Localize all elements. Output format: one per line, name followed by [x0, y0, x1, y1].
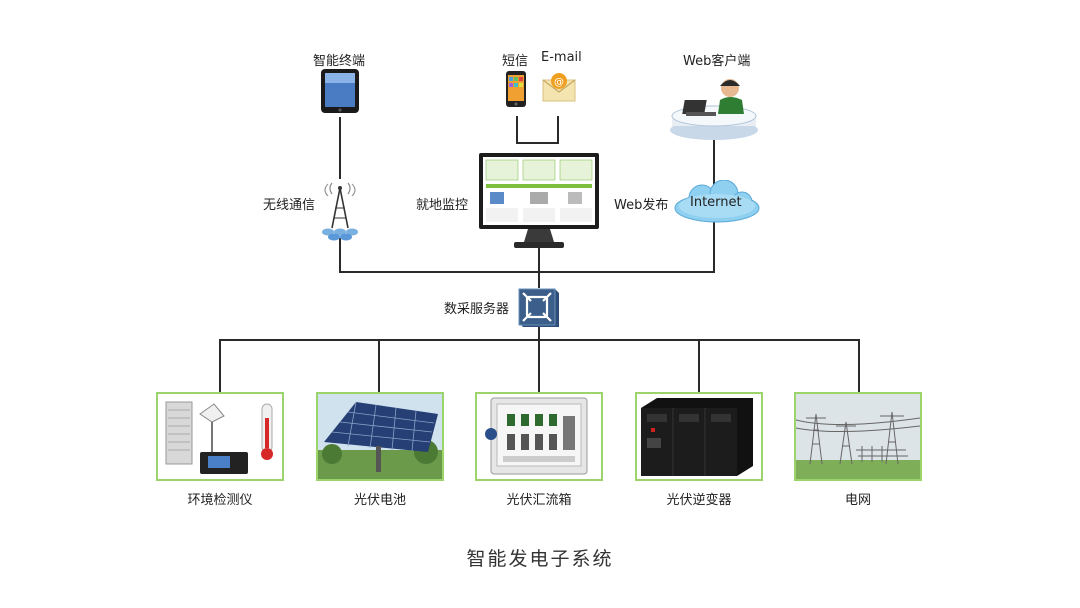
- line-server-down: [538, 326, 540, 341]
- smart-terminal-label: 智能终端: [313, 54, 366, 69]
- line-client-cloud: [713, 140, 715, 188]
- device-label-solar-panel: 光伏电池: [353, 493, 406, 508]
- local-monitor-label: 就地监控: [416, 198, 469, 213]
- device-label-inverter: 光伏逆变器: [666, 493, 732, 508]
- diagram-title: 智能发电子系统: [466, 548, 614, 570]
- line-upper-bus: [339, 271, 715, 273]
- device-label-power-grid: 电网: [844, 493, 871, 508]
- device-box-weather-station: [156, 392, 284, 481]
- line-drop-5: [858, 339, 860, 392]
- tablet-icon: [321, 69, 359, 113]
- line-sms-bottom: [516, 142, 559, 144]
- web-publish-label: Web发布: [614, 198, 669, 213]
- wireless-label: 无线通信: [263, 198, 316, 213]
- line-drop-1: [219, 339, 221, 392]
- solar-panel-icon: [318, 394, 442, 479]
- line-sms-left: [516, 116, 518, 144]
- device-label-weather-station: 环境检测仪: [187, 493, 253, 508]
- device-box-solar-panel: [316, 392, 444, 481]
- line-monitor-down: [538, 248, 540, 288]
- web-client-label: Web客户端: [683, 54, 751, 69]
- device-box-power-grid: [794, 392, 922, 481]
- line-sms-right: [557, 116, 559, 144]
- monitor-icon: [479, 153, 599, 248]
- line-tablet-tower: [339, 117, 341, 179]
- line-tower-down: [339, 238, 341, 272]
- email-label: E-mail: [541, 50, 582, 65]
- line-drop-4: [698, 339, 700, 392]
- line-cloud-down: [713, 220, 715, 272]
- server-label: 数采服务器: [444, 302, 510, 317]
- server-icon: [518, 288, 559, 327]
- device-label-combiner: 光伏汇流箱: [506, 493, 572, 508]
- tower-icon: [322, 182, 358, 241]
- weather-station-icon: [165, 401, 273, 474]
- email-icon: @: [542, 73, 576, 102]
- line-drop-2: [378, 339, 380, 392]
- combiner-box-icon: [485, 397, 588, 475]
- device-box-combiner: [475, 392, 603, 481]
- web-client-icon: [670, 79, 758, 140]
- power-grid-icon: [796, 394, 920, 479]
- line-drop-3: [538, 339, 540, 392]
- internet-cloud-icon: [674, 180, 760, 223]
- internet-label: Internet: [690, 195, 742, 210]
- device-box-inverter: [635, 392, 763, 481]
- sms-label: 短信: [502, 54, 529, 69]
- phone-icon: [506, 71, 526, 107]
- inverter-icon: [641, 398, 753, 476]
- svg-text:@: @: [554, 77, 564, 88]
